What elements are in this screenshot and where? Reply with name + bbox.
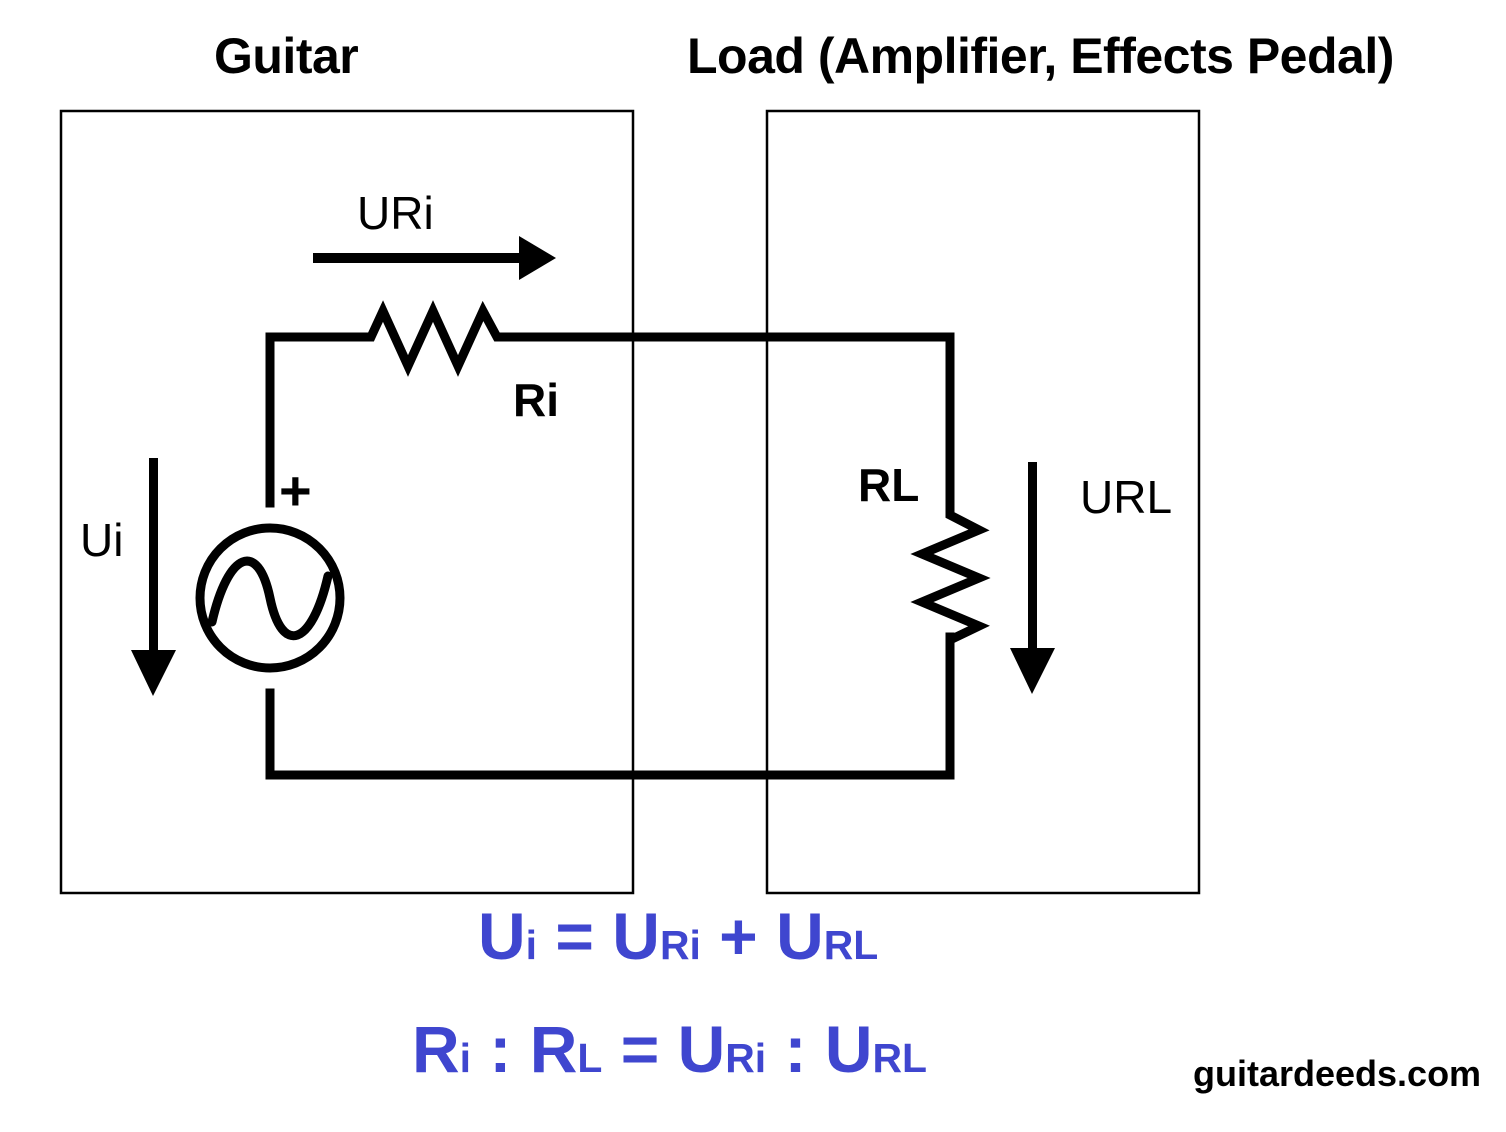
ri-resistor-label: Ri [513,374,559,426]
site-watermark: guitardeeds.com [1193,1053,1482,1094]
guitar-section-title: Guitar [214,28,359,84]
uri-arrow [313,236,556,280]
formula-ratio: Ri : RL = URi : URL [412,1012,928,1086]
ui-arrow [131,458,176,696]
rl-resistor-label: RL [858,459,920,511]
series-resistor-symbol [361,300,505,377]
url-arrow [1010,462,1055,694]
load-resistor-symbol [910,508,991,645]
circuit-wires [265,332,955,780]
uri-voltage-label: URi [357,187,434,239]
guitar-block-box [59,109,635,895]
load-section-title: Load (Amplifier, Effects Pedal) [687,28,1394,84]
ac-source-symbol [195,523,345,673]
url-voltage-label: URL [1080,471,1173,523]
source-polarity-label: + [279,459,312,522]
load-block-box [765,109,1201,895]
formula-voltage-sum: Ui = URi + URL [478,899,879,973]
ui-voltage-label: Ui [80,514,124,566]
